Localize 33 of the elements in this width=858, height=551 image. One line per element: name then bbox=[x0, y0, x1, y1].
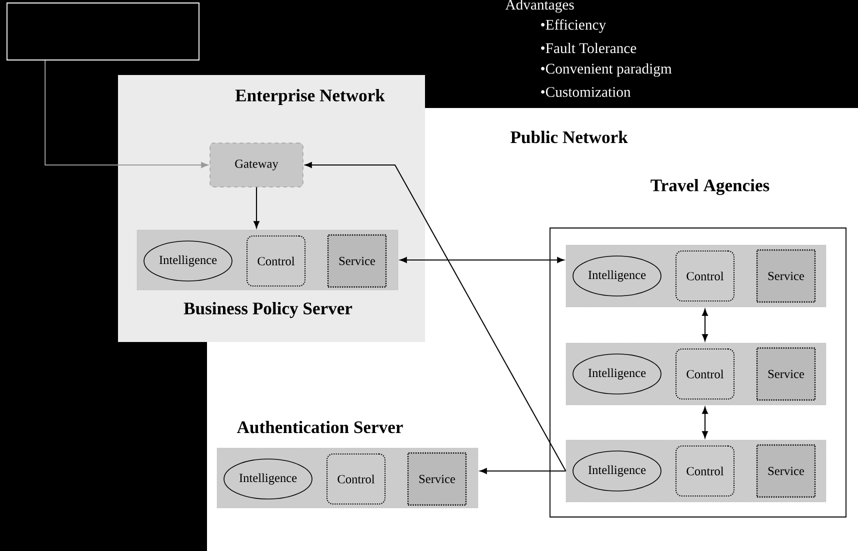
bullet-item: •Customization bbox=[541, 87, 631, 97]
bullet-item: •Fault Tolerance bbox=[541, 42, 636, 54]
bullet-item: •Efficiency bbox=[541, 19, 606, 33]
arrow bbox=[400, 257, 564, 263]
square-box: Service bbox=[407, 452, 467, 506]
ellipse-node: Intelligence bbox=[572, 450, 662, 492]
arrow bbox=[480, 468, 566, 474]
ellipse-node: Intelligence bbox=[572, 354, 662, 394]
heading: Authentication Server bbox=[236, 420, 403, 434]
ellipse-node: Intelligence bbox=[224, 458, 312, 500]
ellipse-node: Intelligence bbox=[144, 240, 232, 282]
arrow bbox=[304, 162, 566, 472]
square-box: Service bbox=[756, 249, 816, 303]
gateway-box: Gateway bbox=[210, 142, 304, 188]
empty-box bbox=[6, 2, 200, 60]
arrow bbox=[702, 406, 708, 438]
bullet-item: •Convenient paradigm bbox=[541, 63, 672, 77]
rounded-box: Control bbox=[675, 445, 735, 497]
arrow bbox=[702, 308, 708, 342]
rounded-box: Control bbox=[675, 250, 735, 302]
rounded-box: Control bbox=[246, 235, 306, 287]
rounded-box: Control bbox=[675, 348, 735, 400]
arrow bbox=[254, 187, 260, 228]
heading: Enterprise Network bbox=[235, 89, 385, 105]
arrow bbox=[44, 60, 208, 168]
heading: Travel Agencies bbox=[650, 178, 770, 196]
network-title: Public Network bbox=[510, 130, 628, 144]
square-box: Service bbox=[756, 444, 816, 498]
heading: Business Policy Server bbox=[184, 302, 352, 318]
square-box: Service bbox=[327, 234, 387, 288]
rounded-box: Control bbox=[326, 453, 386, 505]
ellipse-node: Intelligence bbox=[572, 256, 662, 296]
square-box: Service bbox=[756, 347, 816, 401]
